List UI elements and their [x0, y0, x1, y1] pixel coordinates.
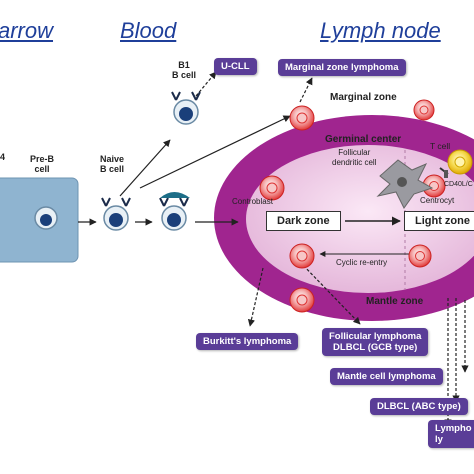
pill-marginal-zone-lymphoma: Marginal zone lymphoma	[278, 59, 406, 76]
cd40-interaction-icon	[439, 167, 449, 178]
arrow-marginal-to-mzl	[299, 77, 313, 103]
label-naive-b-cell: Naive B cell	[100, 154, 125, 174]
label-follicular-dc: Follicular dendritic cell	[332, 148, 377, 167]
outer-zone-cell	[413, 99, 435, 121]
label-b1-cell: B1 B cell	[172, 60, 197, 80]
activated-b-cell	[159, 192, 190, 231]
b1-cell	[171, 91, 201, 125]
pill-mantle-cell-lymphoma: Mantle cell lymphoma	[330, 368, 443, 385]
pre-b-cell	[34, 206, 58, 230]
centroblast-2	[289, 243, 315, 269]
pill-lympho-partial: Lympho ly	[428, 420, 474, 448]
t-cell	[447, 149, 473, 175]
header-lymph-node: Lymph node	[320, 18, 441, 43]
pill-u-cll: U-CLL	[214, 58, 257, 75]
naive-b-cell	[101, 197, 131, 231]
header-bone-marrow: arrow	[0, 18, 54, 43]
follicular-dendritic-cell	[376, 159, 434, 209]
pill-burkitt-lymphoma: Burkitt's lymphoma	[196, 333, 299, 350]
label-centrocyte: Centrocyt	[420, 196, 455, 205]
label-mantle-zone: Mantle zone	[366, 296, 424, 307]
arrow-naive-to-marginal	[139, 115, 291, 189]
light-zone-box: Light zone	[404, 211, 474, 231]
label-left-partial: 4	[0, 152, 6, 162]
label-germinal-center: Germinal center	[325, 134, 402, 145]
arrow-gc-to-follicular	[299, 261, 361, 325]
centrocyte-2	[408, 244, 432, 268]
mantle-zone-cell	[289, 287, 315, 313]
label-cyclic-reentry: Cyclic re-entry	[336, 258, 388, 267]
label-centroblast: Controblast	[232, 197, 273, 206]
label-t-cell: T cell	[430, 141, 451, 151]
label-marginal-zone: Marginal zone	[330, 92, 397, 103]
pill-dlbcl-abc: DLBCL (ABC type)	[370, 398, 468, 415]
label-cd40l: CD40L/C	[444, 181, 473, 188]
marginal-zone-b-cell	[289, 105, 315, 131]
centroblast-1	[259, 175, 285, 201]
arrow-naive-to-b1	[119, 139, 171, 197]
pill-follicular-lymphoma: Follicular lymphoma DLBCL (GCB type)	[322, 328, 429, 356]
dark-zone-box: Dark zone	[266, 211, 341, 231]
centrocyte-1	[422, 174, 446, 198]
label-pre-b-cell: Pre-B cell	[30, 154, 55, 174]
header-blood: Blood	[120, 18, 177, 43]
